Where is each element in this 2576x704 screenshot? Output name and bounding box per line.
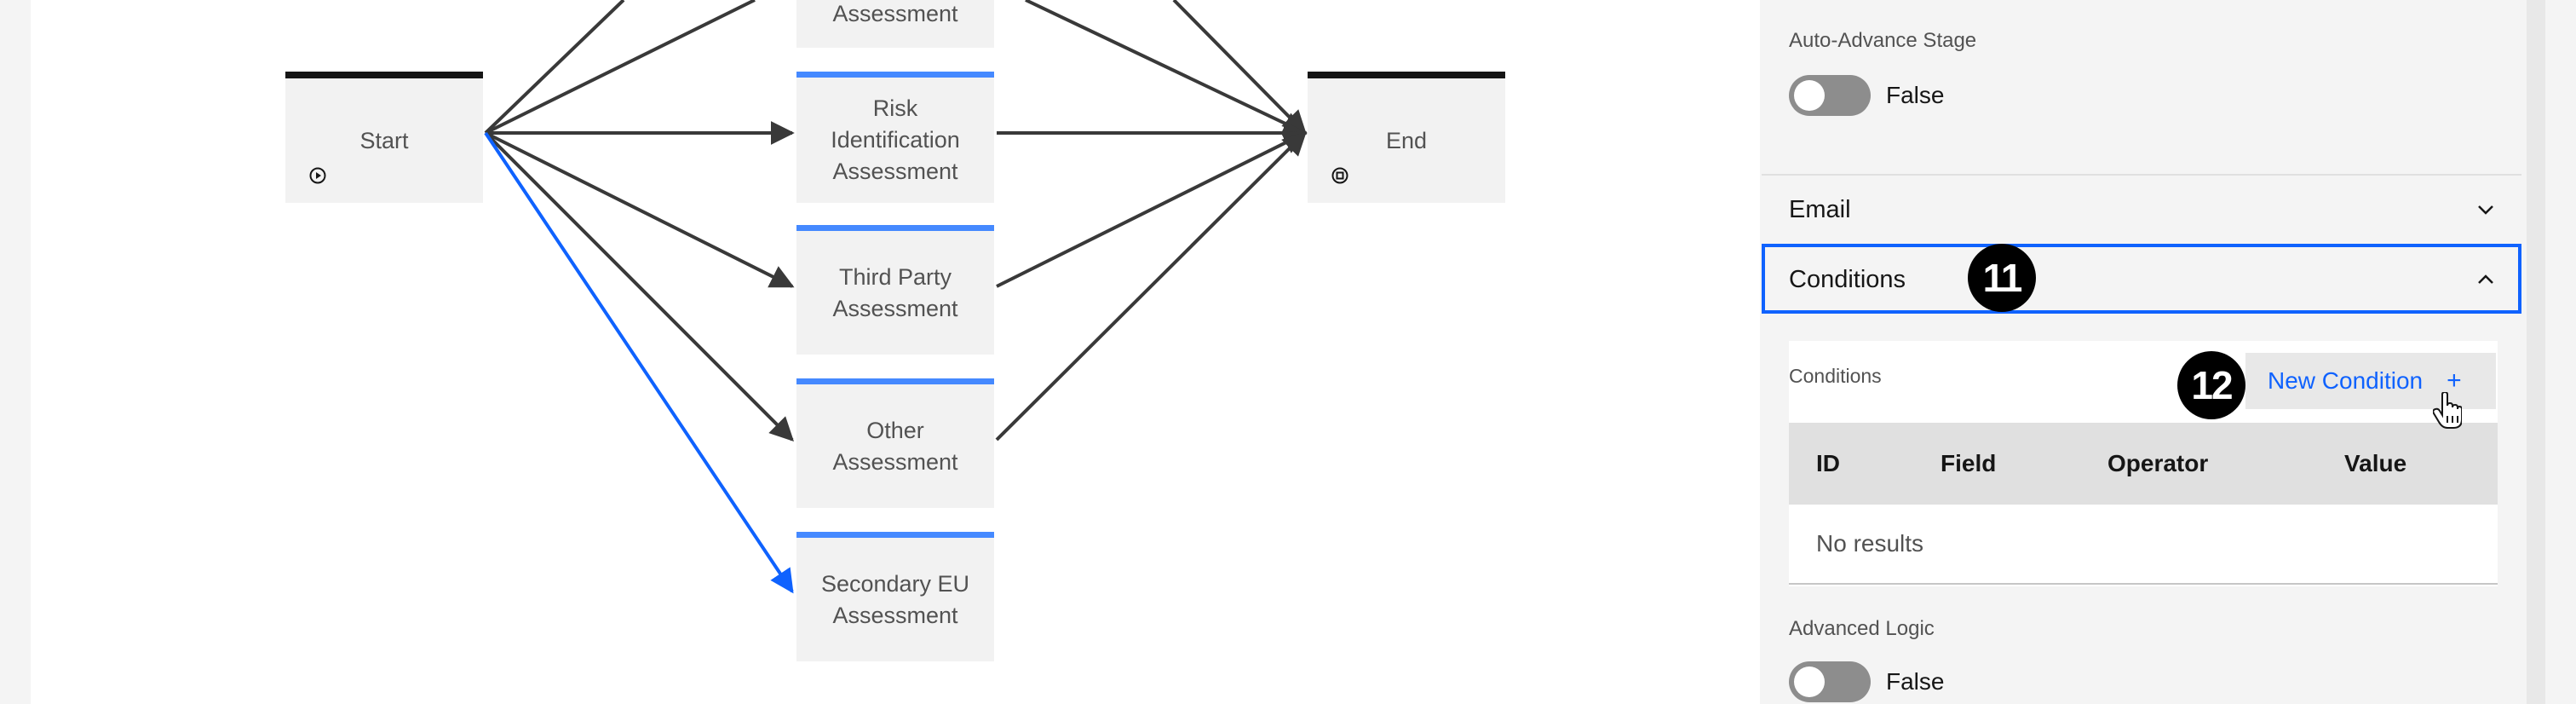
stage-node-risk-identification[interactable]: Risk Identification Assessment bbox=[796, 72, 994, 203]
other-label-line-2: Assessment bbox=[832, 448, 958, 475]
stage-node-third-party-label: Third Party Assessment bbox=[832, 262, 957, 325]
column-header-field[interactable]: Field bbox=[1941, 450, 1997, 476]
play-icon bbox=[309, 167, 326, 184]
stage-node-third-party[interactable]: Third Party Assessment bbox=[796, 225, 994, 355]
connector-top-to-end[interactable] bbox=[1025, 0, 1308, 135]
column-header-operator[interactable]: Operator bbox=[2107, 450, 2209, 476]
chevron-down-icon bbox=[2478, 205, 2493, 215]
start-node[interactable]: Start bbox=[285, 72, 483, 203]
column-header-id[interactable]: ID bbox=[1816, 450, 1840, 476]
other-label-line-1: Other bbox=[866, 417, 924, 443]
third-party-label-line-2: Assessment bbox=[832, 295, 958, 321]
auto-advance-value: False bbox=[1886, 82, 1945, 108]
section-divider bbox=[1762, 174, 2521, 176]
third-party-label-line-1: Third Party bbox=[838, 263, 952, 290]
stage-node-other-label: Other Assessment bbox=[832, 415, 957, 478]
toggle-knob bbox=[1794, 80, 1825, 111]
connector-start-to-other[interactable] bbox=[484, 131, 794, 441]
callout-badge-12: 12 bbox=[2177, 351, 2245, 419]
conditions-table-header: ID Field Operator Value bbox=[1789, 423, 2498, 505]
auto-advance-label: Auto-Advance Stage bbox=[1789, 29, 1977, 52]
stage-node-top[interactable]: Assessment bbox=[796, 0, 994, 48]
auto-advance-toggle[interactable] bbox=[1789, 75, 1871, 116]
stop-icon bbox=[1331, 167, 1348, 184]
new-condition-label: New Condition bbox=[2268, 367, 2424, 394]
end-node-label: End bbox=[1385, 127, 1428, 153]
panel-scrollbar[interactable] bbox=[2527, 0, 2545, 704]
conditions-label: Conditions bbox=[1789, 365, 1882, 387]
connector-top-to-end-2[interactable] bbox=[1172, 0, 1307, 135]
email-accordion-title: Email bbox=[1789, 196, 1851, 223]
advanced-logic-label: Advanced Logic bbox=[1789, 617, 1935, 640]
stage-node-risk-label: Risk Identification Assessment bbox=[831, 93, 960, 188]
risk-label-line-2: Identification bbox=[831, 127, 960, 153]
conditions-accordion-title: Conditions bbox=[1789, 266, 1906, 293]
connector-start-to-top-stage-2[interactable] bbox=[485, 0, 756, 135]
connector-other-to-end[interactable] bbox=[995, 131, 1307, 441]
hand-pointer-icon bbox=[2433, 392, 2462, 429]
risk-label-line-1: Risk bbox=[872, 95, 918, 121]
flow-connectors bbox=[484, 0, 1308, 594]
conditions-accordion-header[interactable]: Conditions bbox=[1762, 244, 2521, 314]
risk-label-line-3: Assessment bbox=[832, 159, 958, 184]
conditions-empty-row: No results bbox=[1789, 505, 2498, 585]
secondary-eu-label-line-1: Secondary EU bbox=[820, 570, 970, 597]
callout-badge-11: 11 bbox=[1968, 244, 2036, 312]
plus-icon: + bbox=[2447, 366, 2462, 395]
start-node-label: Start bbox=[359, 127, 409, 153]
column-header-value[interactable]: Value bbox=[2344, 450, 2407, 476]
connector-start-to-top-stage[interactable] bbox=[484, 0, 625, 135]
workflow-canvas[interactable]: Assessment Start Risk Identification Ass… bbox=[31, 0, 1760, 704]
end-node[interactable]: End bbox=[1308, 72, 1505, 203]
email-accordion-header[interactable]: Email bbox=[1762, 176, 2521, 244]
chevron-up-icon bbox=[2478, 274, 2493, 284]
advanced-logic-toggle[interactable] bbox=[1789, 661, 1871, 702]
new-condition-button[interactable]: New Condition + bbox=[2245, 353, 2496, 409]
empty-state-text: No results bbox=[1816, 530, 1924, 557]
stage-node-secondary-eu-label: Secondary EU Assessment bbox=[821, 568, 969, 632]
stage-node-secondary-eu[interactable]: Secondary EU Assessment bbox=[796, 532, 994, 661]
connector-start-to-secondary-eu[interactable] bbox=[484, 131, 794, 594]
stage-node-top-label: Assessment bbox=[832, 1, 958, 26]
toggle-knob bbox=[1794, 666, 1825, 697]
connector-start-to-third-party[interactable] bbox=[485, 131, 795, 288]
stage-node-other[interactable]: Other Assessment bbox=[796, 378, 994, 508]
connector-third-party-to-end[interactable] bbox=[996, 131, 1308, 288]
secondary-eu-label-line-2: Assessment bbox=[832, 602, 958, 628]
advanced-logic-value: False bbox=[1886, 668, 1945, 695]
